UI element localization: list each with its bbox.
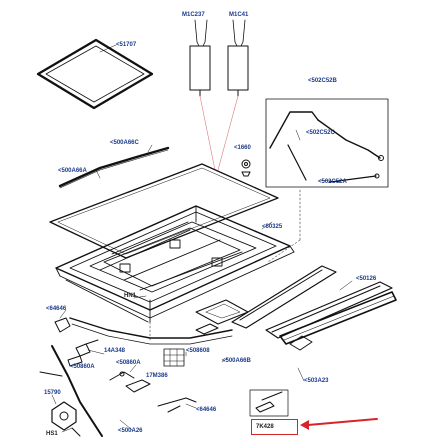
callout-50126: <50126 xyxy=(356,276,377,282)
callout-1660: <1660 xyxy=(234,145,251,151)
callout-500a26: <500A26 xyxy=(118,428,143,434)
highlight-arrow-head xyxy=(300,420,309,430)
callout-500a66c: <500A66C xyxy=(110,140,139,146)
front-deflector xyxy=(69,317,233,345)
callout-50860a-center: <50860A xyxy=(116,360,141,366)
highlighted-part-label: 7K428 xyxy=(256,424,274,430)
callout-502c52c: <502C52C xyxy=(306,130,335,136)
callout-hs1: HS1 xyxy=(46,431,58,437)
callout-17m386: 17M386 xyxy=(146,373,168,379)
sunroof-seal xyxy=(36,38,154,110)
drain-hose-rear xyxy=(39,345,103,437)
callout-64646-lower: <64646 xyxy=(196,407,217,413)
callout-500a66b: <500A66B xyxy=(222,358,251,364)
callout-508608: <508608 xyxy=(186,348,210,354)
sunroof-motor xyxy=(51,401,81,437)
grommet xyxy=(241,159,251,177)
highlighted-part-box[interactable] xyxy=(251,419,298,435)
callout-502c52b: <502C52B xyxy=(308,78,337,84)
glass-panel xyxy=(49,163,279,259)
callout-502c52a: <502C52A xyxy=(318,179,347,185)
callout-m1c41: M1C41 xyxy=(229,12,249,18)
latch xyxy=(249,335,313,417)
callout-500a66a: <500A66A xyxy=(58,168,87,174)
callout-51707: <51707 xyxy=(116,42,137,48)
callout-15790: 15790 xyxy=(44,390,61,396)
callout-503a23: <503A23 xyxy=(304,378,329,384)
clip-card xyxy=(163,348,185,367)
callout-50860a-left: <50860A xyxy=(70,364,95,370)
drain-hose-front xyxy=(58,146,170,188)
callout-14a348: 14A348 xyxy=(104,348,126,354)
callout-64646: <64646 xyxy=(46,306,67,312)
sunroof-frame xyxy=(55,205,295,323)
callout-m1c237: M1C237 xyxy=(182,12,205,18)
adhesive-bottle xyxy=(189,19,211,97)
clips-left xyxy=(54,317,99,367)
motor-bracket xyxy=(195,299,249,335)
sealant-bottle xyxy=(227,19,249,97)
guide-rails xyxy=(231,265,397,345)
wiring-harness xyxy=(109,371,197,413)
drain-tube-inset xyxy=(265,98,389,188)
callout-60325: <60325 xyxy=(262,224,283,230)
callout-hn1: HN1 xyxy=(124,293,137,299)
